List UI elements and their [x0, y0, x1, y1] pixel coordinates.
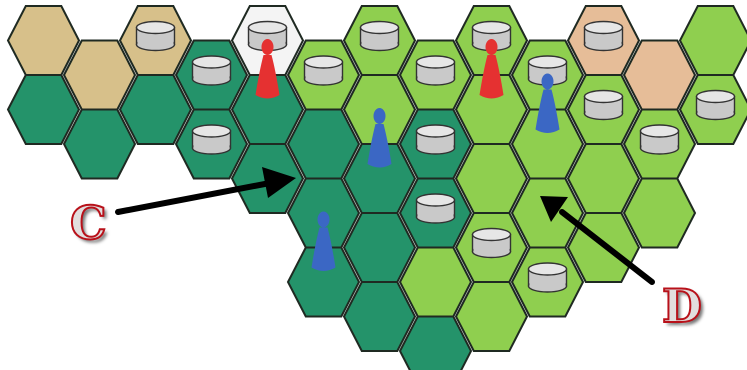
label-d: D: [662, 283, 702, 329]
hex-layer: [8, 6, 747, 370]
cylinder-token-icon[interactable]: [697, 91, 735, 120]
cylinder-token-icon[interactable]: [473, 229, 511, 258]
cylinder-token-icon[interactable]: [641, 125, 679, 154]
cylinder-token-icon[interactable]: [137, 22, 175, 51]
cylinder-token-icon[interactable]: [417, 194, 455, 223]
cylinder-token-icon[interactable]: [417, 125, 455, 154]
label-c: C: [70, 200, 107, 246]
cylinder-token-icon[interactable]: [305, 56, 343, 85]
cylinder-token-icon[interactable]: [193, 125, 231, 154]
cylinder-token-icon[interactable]: [529, 263, 567, 292]
cylinder-token-icon[interactable]: [585, 22, 623, 51]
cylinder-token-icon[interactable]: [417, 56, 455, 85]
cylinder-token-icon[interactable]: [585, 91, 623, 120]
cylinder-token-icon[interactable]: [193, 56, 231, 85]
cylinder-token-icon[interactable]: [361, 22, 399, 51]
